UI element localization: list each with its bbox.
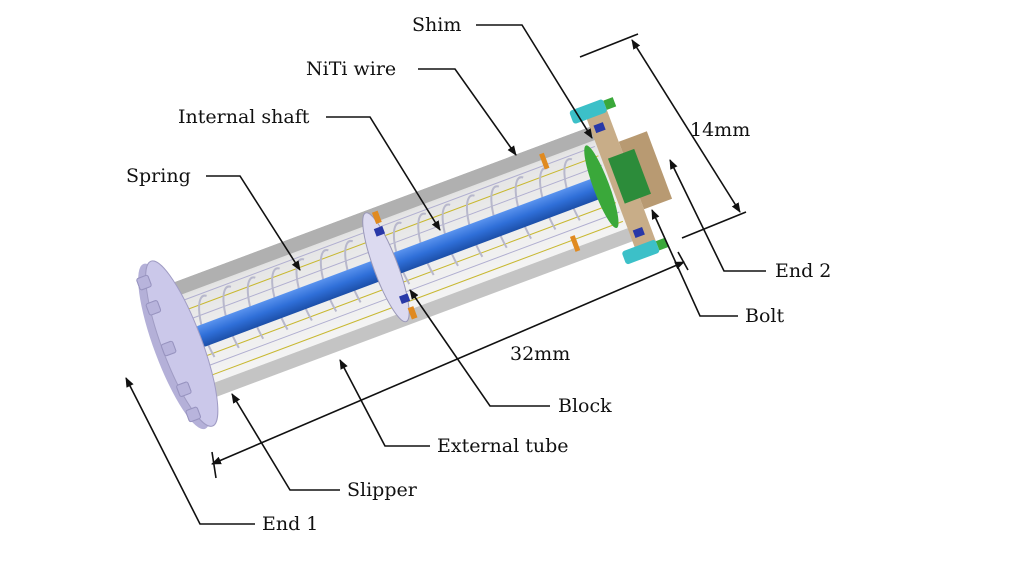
flange-bolt: [160, 340, 177, 357]
label-shim: Shim: [412, 14, 461, 36]
label-internal-shaft: Internal shaft: [178, 106, 310, 128]
dimension-32mm-label: 32mm: [510, 343, 570, 365]
end-1: [136, 260, 219, 430]
shim: [584, 145, 619, 229]
flange-bolt: [145, 300, 162, 316]
callout-shim: Shim: [412, 14, 593, 139]
label-external-tube: External tube: [437, 435, 569, 457]
callout-end-2: End 2: [669, 159, 831, 282]
callout-block: Block: [409, 289, 612, 417]
callout-bolt: Bolt: [651, 209, 784, 327]
spring-coil: [465, 194, 484, 258]
spring-coil: [514, 176, 532, 240]
label-slipper: Slipper: [347, 479, 418, 501]
flange-bolt: [185, 406, 201, 423]
spring-coil: [198, 294, 216, 358]
label-block: Block: [558, 395, 612, 417]
callout-end-1: End 1: [125, 377, 318, 535]
spring-coil: [563, 158, 581, 221]
dimension-32mm: 32mm: [211, 251, 689, 479]
label-spring: Spring: [126, 165, 191, 187]
label-bolt: Bolt: [745, 305, 784, 327]
dimension-14mm-label: 14mm: [690, 119, 750, 141]
callout-slipper: Slipper: [231, 393, 418, 501]
label-niti-wire: NiTi wire: [306, 58, 396, 80]
label-end-1: End 1: [262, 513, 318, 535]
callout-niti-wire: NiTi wire: [306, 58, 517, 156]
callout-spring: Spring: [126, 165, 301, 271]
label-end-2: End 2: [775, 260, 831, 282]
callout-external-tube: External tube: [339, 359, 569, 457]
actuator-assembly: [136, 97, 673, 430]
spring-coil: [490, 185, 508, 249]
callout-internal-shaft: Internal shaft: [178, 106, 441, 231]
flange-bolt: [176, 381, 192, 397]
dimension-14mm: 14mm: [579, 33, 750, 239]
slipper: [539, 152, 581, 252]
spring-coil: [441, 203, 459, 267]
flange-bolt: [136, 274, 152, 291]
